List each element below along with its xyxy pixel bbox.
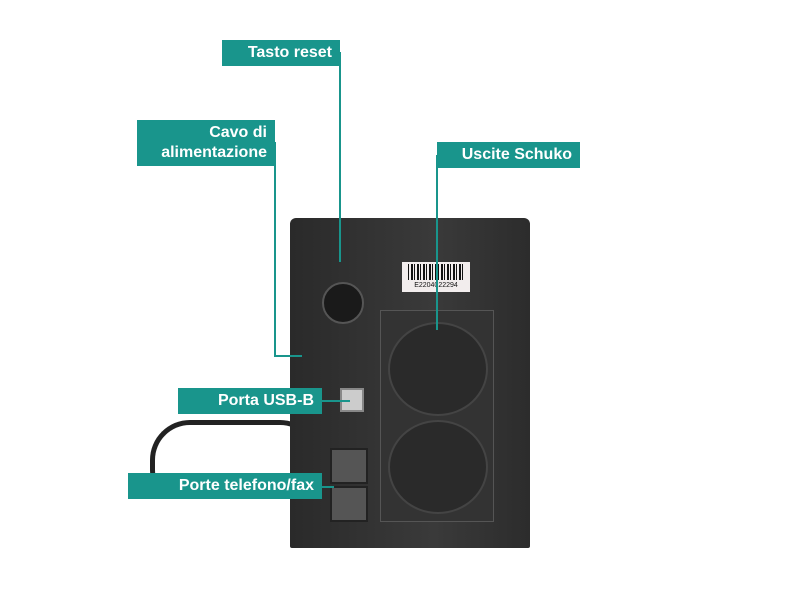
label-phone: Porte telefono/fax bbox=[128, 473, 322, 499]
label-schuko: Uscite Schuko bbox=[437, 142, 580, 168]
label-power-cable-line1: Cavo di bbox=[209, 124, 267, 141]
phone-port-in bbox=[330, 448, 368, 484]
usb-leader-line bbox=[320, 400, 350, 402]
schuko-outlet-1 bbox=[388, 322, 488, 416]
label-power-cable: Cavo di alimentazione bbox=[137, 120, 275, 166]
label-usb: Porta USB-B bbox=[178, 388, 322, 414]
cable-leader-line-h bbox=[274, 355, 302, 357]
phone-leader-line bbox=[320, 486, 334, 488]
serial-number: E2204022294 bbox=[414, 282, 458, 289]
power-cable bbox=[150, 420, 320, 510]
phone-port-out bbox=[330, 486, 368, 522]
label-power-cable-line2: alimentazione bbox=[161, 144, 267, 161]
label-reset: Tasto reset bbox=[222, 40, 340, 66]
reset-button[interactable] bbox=[322, 282, 364, 324]
schuko-leader-line bbox=[436, 155, 438, 330]
schuko-outlet-2 bbox=[388, 420, 488, 514]
reset-leader-line bbox=[339, 52, 341, 262]
cable-leader-line bbox=[274, 142, 276, 356]
